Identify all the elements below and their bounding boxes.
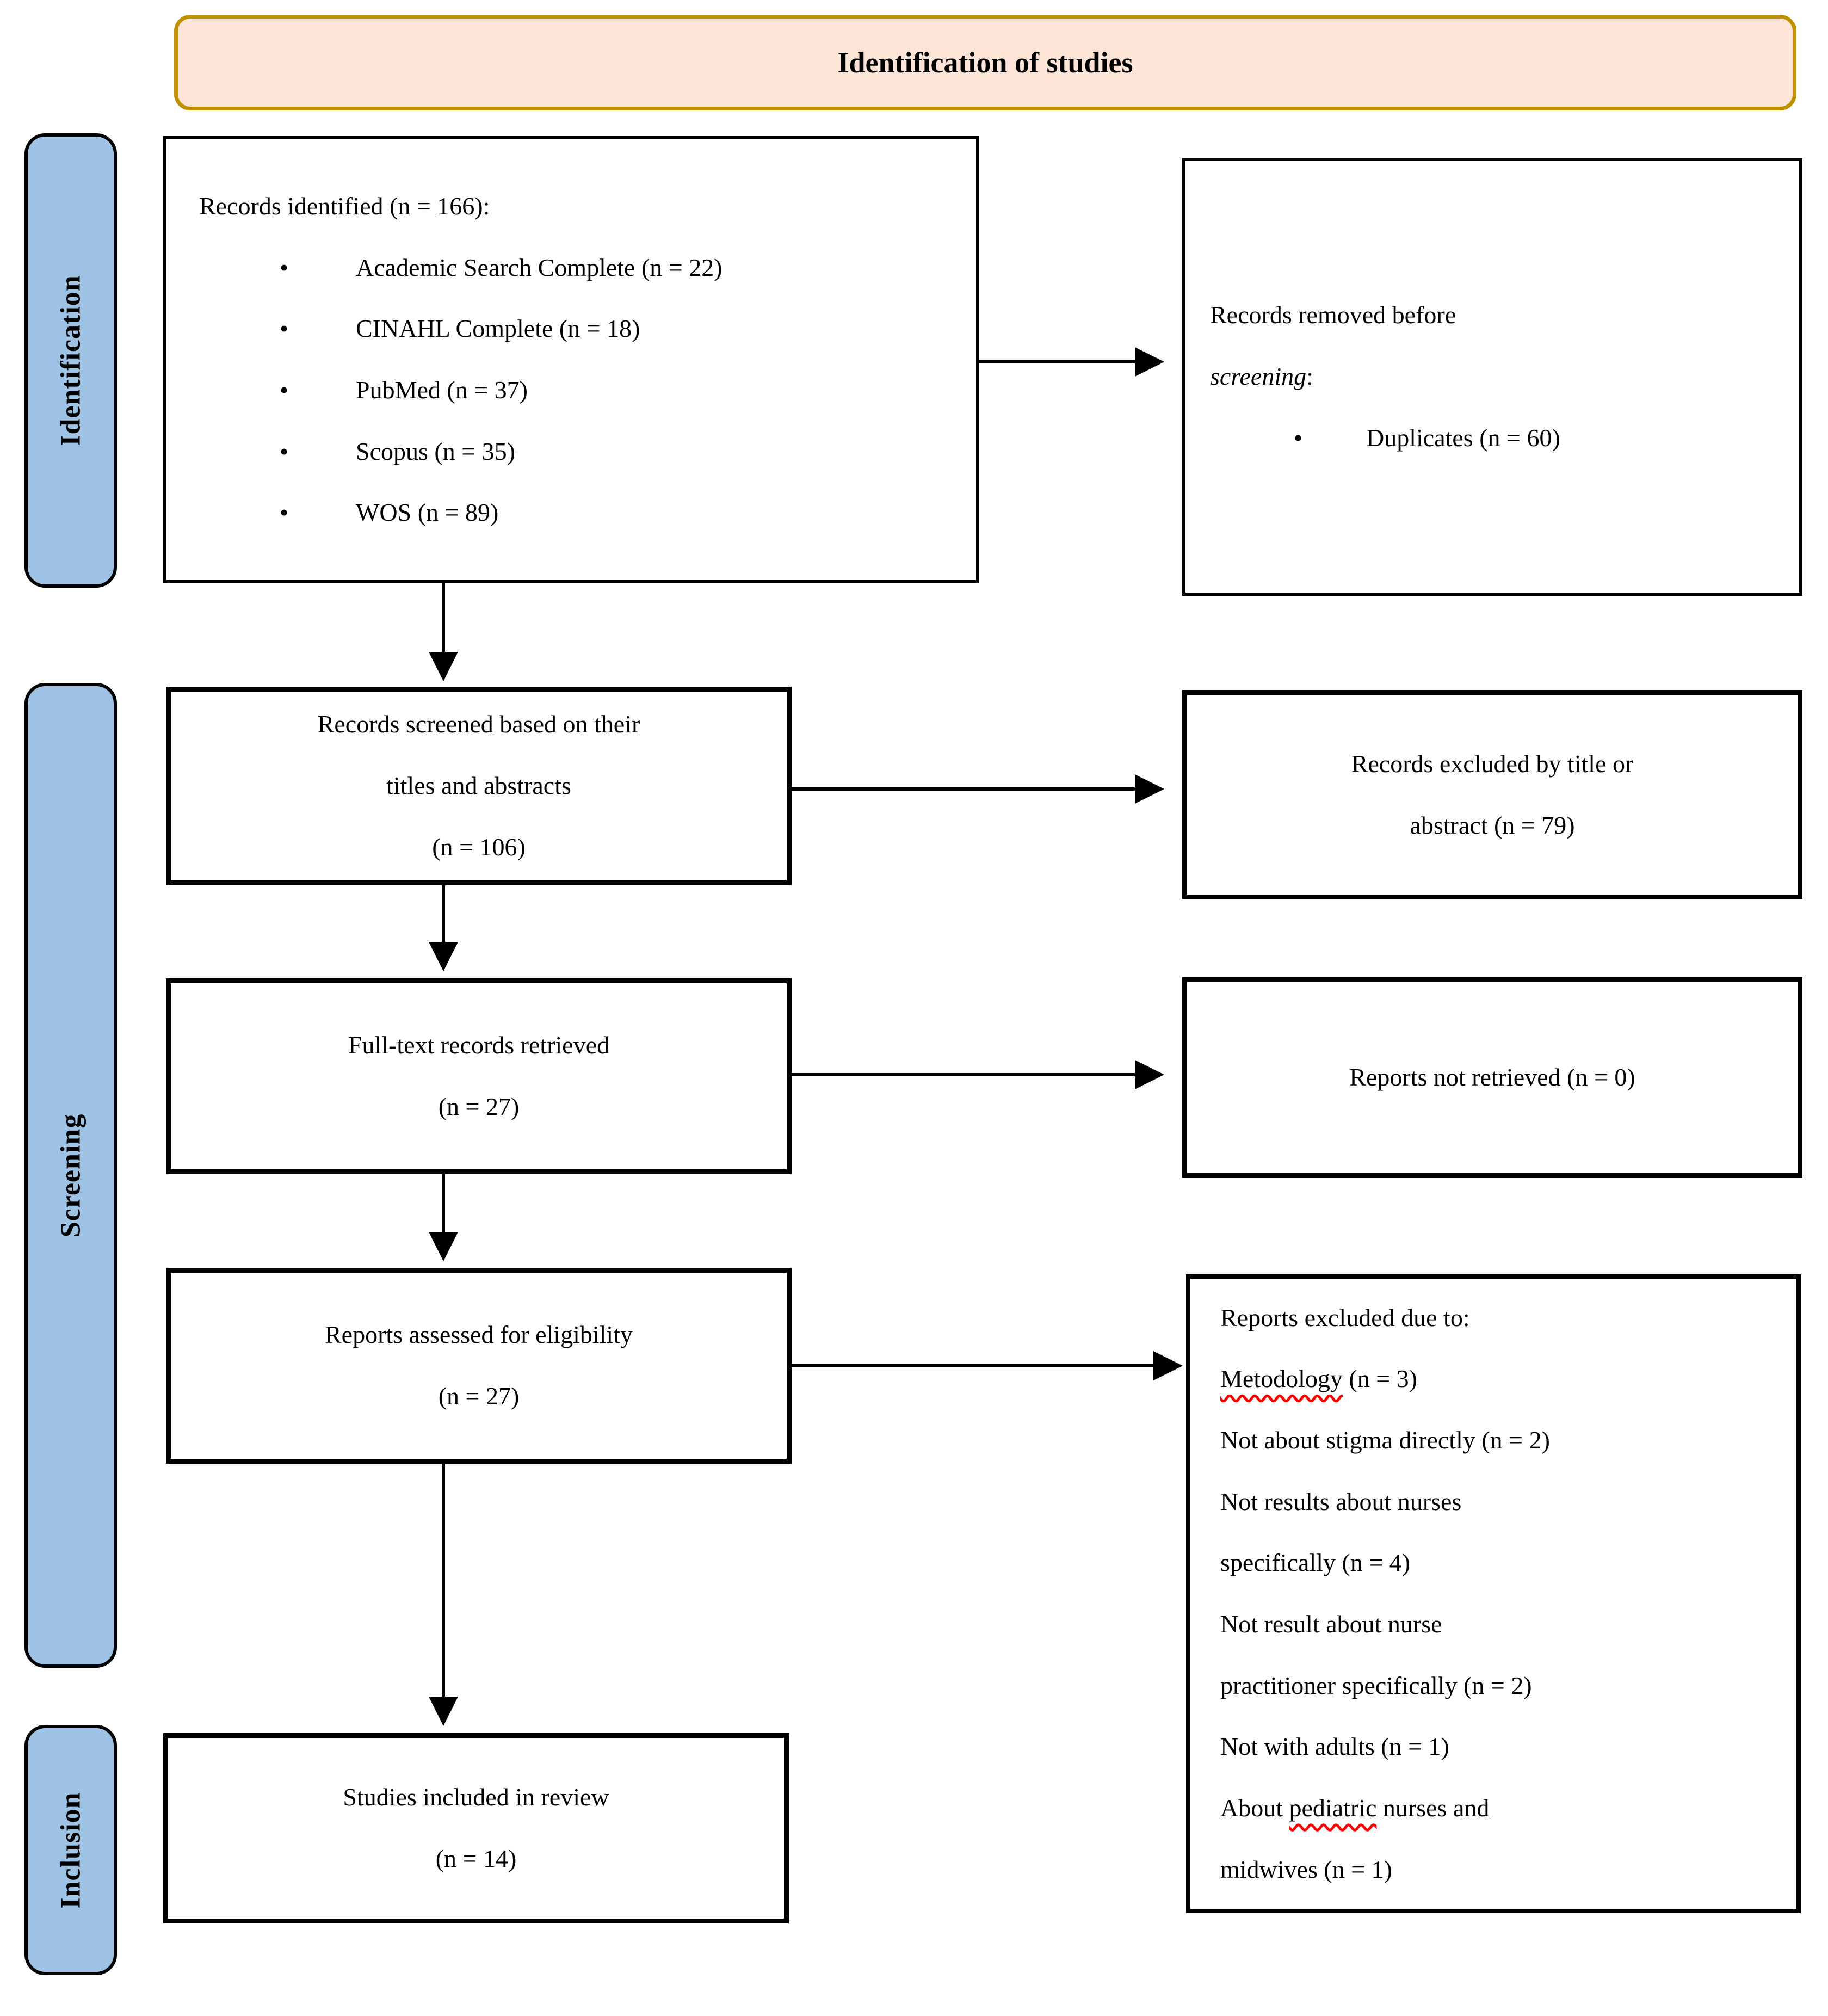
bullet-icon — [280, 421, 356, 483]
bullet-icon — [280, 360, 356, 421]
excluded-reason-practitioner-line1: Not result about nurse — [1220, 1610, 1442, 1638]
arrow-fulltext-to-not-retrieved — [792, 1060, 1164, 1089]
excluded-reason-pediatric-line1: About pediatric nurses and — [1220, 1778, 1550, 1839]
reports-not-retrieved-box: Reports not retrieved (n = 0) — [1182, 977, 1802, 1178]
records-removed-line1: Records removed before — [1210, 301, 1456, 329]
records-excluded-box: Records excluded by title or abstract (n… — [1182, 690, 1802, 899]
records-excluded-line2: abstract (n = 79) — [1410, 811, 1575, 839]
bullet-icon — [280, 237, 356, 299]
excluded-reason-practitioner-line2: practitioner specifically (n = 2) — [1220, 1671, 1532, 1699]
duplicates-text: Duplicates (n = 60) — [1366, 423, 1560, 452]
studies-included-line1: Studies included in review — [343, 1783, 609, 1811]
excluded-reason-methodology: Metodology (n = 3) — [1220, 1348, 1550, 1410]
reports-assessed-box: Reports assessed for eligibility (n = 27… — [166, 1268, 792, 1464]
stage-label-screening: Screening — [55, 1113, 87, 1237]
reports-excluded-reasons-content: Reports excluded due to: Metodology (n =… — [1190, 1287, 1558, 1901]
database-list-item: Academic Search Complete (n = 22) — [199, 237, 722, 299]
reports-assessed-line1: Reports assessed for eligibility — [325, 1321, 633, 1349]
excluded-reason-pediatric-line2: midwives (n = 1) — [1220, 1855, 1392, 1883]
database-list-item: PubMed (n = 37) — [199, 360, 722, 421]
records-identified-intro: Records identified (n = 166): — [199, 192, 490, 220]
excluded-reason-nurses-line2: specifically (n = 4) — [1220, 1549, 1411, 1577]
screening-italic-word: screening — [1210, 362, 1307, 391]
screening-colon: : — [1306, 362, 1313, 391]
excluded-reasons-title: Reports excluded due to: — [1220, 1303, 1470, 1331]
bullet-icon — [280, 482, 356, 544]
records-removed-line2: screening: — [1210, 346, 1560, 408]
fulltext-retrieved-box: Full-text records retrieved (n = 27) — [166, 978, 792, 1174]
stage-bar-identification: Identification — [24, 133, 117, 588]
fulltext-retrieved-line1: Full-text records retrieved — [348, 1031, 610, 1059]
excluded-reason-adults: Not with adults (n = 1) — [1220, 1733, 1449, 1761]
records-identified-content: Records identified (n = 166): Academic S… — [166, 176, 722, 544]
bullet-icon — [1294, 408, 1366, 469]
database-list-item: WOS (n = 89) — [199, 482, 722, 544]
header-banner: Identification of studies — [174, 15, 1796, 110]
arrow-identified-to-screened — [429, 583, 458, 681]
database-wos: WOS (n = 89) — [356, 498, 499, 527]
records-removed-content: Records removed before screening: Duplic… — [1185, 285, 1560, 468]
records-identified-box: Records identified (n = 166): Academic S… — [163, 136, 979, 583]
pediatric-suffix: nurses and — [1376, 1794, 1490, 1822]
records-screened-line1: Records screened based on their — [317, 710, 640, 738]
stage-bar-inclusion: Inclusion — [24, 1725, 117, 1975]
misspelled-word: pediatric — [1289, 1794, 1377, 1822]
stage-label-identification: Identification — [55, 275, 87, 446]
reports-assessed-line2: (n = 27) — [438, 1382, 520, 1410]
page-title: Identification of studies — [837, 46, 1133, 79]
stage-label-inclusion: Inclusion — [55, 1791, 87, 1909]
records-screened-box: Records screened based on their titles a… — [166, 687, 792, 885]
studies-included-line2: (n = 14) — [435, 1845, 517, 1872]
reports-excluded-reasons-box: Reports excluded due to: Metodology (n =… — [1186, 1274, 1801, 1913]
database-list-item: CINAHL Complete (n = 18) — [199, 298, 722, 360]
reports-not-retrieved-line1: Reports not retrieved (n = 0) — [1349, 1063, 1635, 1091]
records-screened-line3: (n = 106) — [432, 833, 526, 861]
duplicates-list-item: Duplicates (n = 60) — [1210, 408, 1560, 469]
studies-included-box: Studies included in review (n = 14) — [163, 1733, 789, 1923]
methodology-count: (n = 3) — [1342, 1365, 1417, 1393]
database-pubmed: PubMed (n = 37) — [356, 376, 528, 404]
records-removed-box: Records removed before screening: Duplic… — [1182, 158, 1802, 596]
misspelled-word: Metodology — [1220, 1365, 1343, 1393]
excluded-reason-stigma: Not about stigma directly (n = 2) — [1220, 1426, 1550, 1454]
database-academic-search: Academic Search Complete (n = 22) — [356, 253, 722, 281]
records-excluded-line1: Records excluded by title or — [1351, 749, 1634, 778]
bullet-icon — [280, 298, 356, 360]
pediatric-prefix: About — [1220, 1794, 1289, 1822]
records-screened-line2: titles and abstracts — [386, 772, 571, 800]
database-cinahl: CINAHL Complete (n = 18) — [356, 315, 640, 343]
arrow-fulltext-to-assessed — [429, 1174, 458, 1261]
arrow-assessed-to-excluded-reasons — [792, 1351, 1183, 1380]
arrow-screened-to-fulltext — [429, 885, 458, 971]
stage-bar-screening: Screening — [24, 683, 117, 1668]
excluded-reason-nurses-line1: Not results about nurses — [1220, 1487, 1462, 1515]
arrow-identified-to-removed — [979, 347, 1164, 377]
database-list-item: Scopus (n = 35) — [199, 421, 722, 483]
fulltext-retrieved-line2: (n = 27) — [438, 1093, 520, 1120]
arrow-assessed-to-included — [429, 1464, 458, 1726]
arrow-screened-to-excluded — [792, 774, 1164, 804]
database-scopus: Scopus (n = 35) — [356, 437, 515, 465]
